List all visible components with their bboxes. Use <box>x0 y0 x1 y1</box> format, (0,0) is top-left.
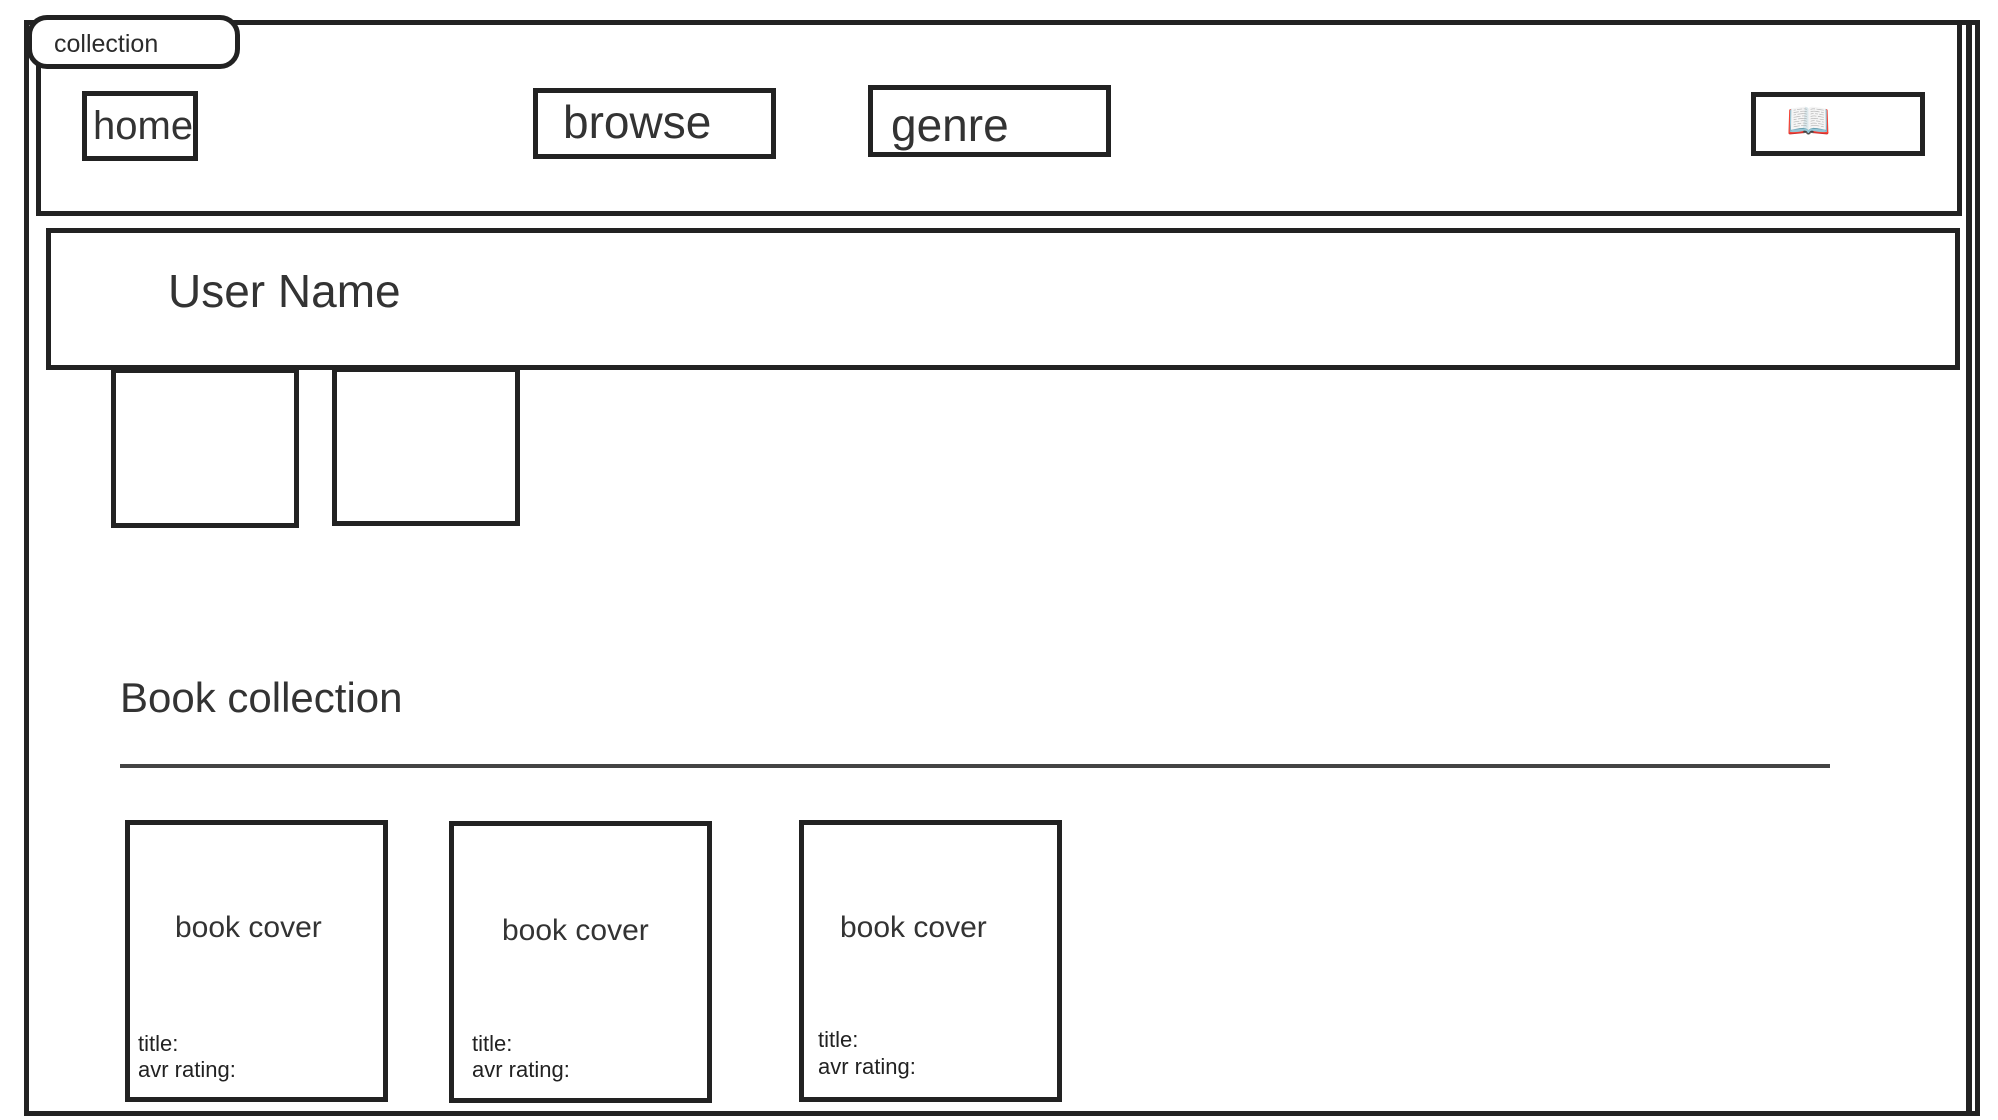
book-cover-label: book cover <box>175 911 322 944</box>
genre-button-label: genre <box>891 99 1009 151</box>
book-title-label: title: <box>138 1031 179 1056</box>
home-button[interactable]: home <box>82 91 198 161</box>
section-title: Book collection <box>120 674 403 721</box>
page-frame-shadow <box>1966 24 1972 1114</box>
section-divider <box>120 764 1830 768</box>
tab-collection-label: collection <box>54 30 159 58</box>
genre-button[interactable]: genre <box>868 85 1111 157</box>
book-rating-label: avr rating: <box>472 1057 570 1082</box>
profile-header <box>46 228 1960 370</box>
nav-bar <box>36 20 1962 216</box>
book-icon-button[interactable]: 📖 <box>1751 92 1925 156</box>
profile-image-placeholder[interactable] <box>332 367 520 526</box>
profile-image-placeholder[interactable] <box>111 368 299 528</box>
browse-button[interactable]: browse <box>533 88 776 159</box>
book-cover-label: book cover <box>840 911 987 944</box>
book-title-label: title: <box>818 1027 859 1052</box>
tab-collection[interactable]: collection <box>27 15 240 69</box>
book-card[interactable]: book cover title: avr rating: <box>799 820 1062 1102</box>
home-button-label: home <box>93 104 194 148</box>
book-rating-label: avr rating: <box>138 1057 236 1082</box>
book-card[interactable]: book cover title: avr rating: <box>449 821 712 1103</box>
book-rating-label: avr rating: <box>818 1054 916 1079</box>
book-title-label: title: <box>472 1031 513 1056</box>
book-card[interactable]: book cover title: avr rating: <box>125 820 388 1102</box>
browse-button-label: browse <box>563 96 712 148</box>
user-name: User Name <box>168 265 401 317</box>
book-cover-label: book cover <box>502 914 649 947</box>
open-book-icon: 📖 <box>1786 100 1831 141</box>
